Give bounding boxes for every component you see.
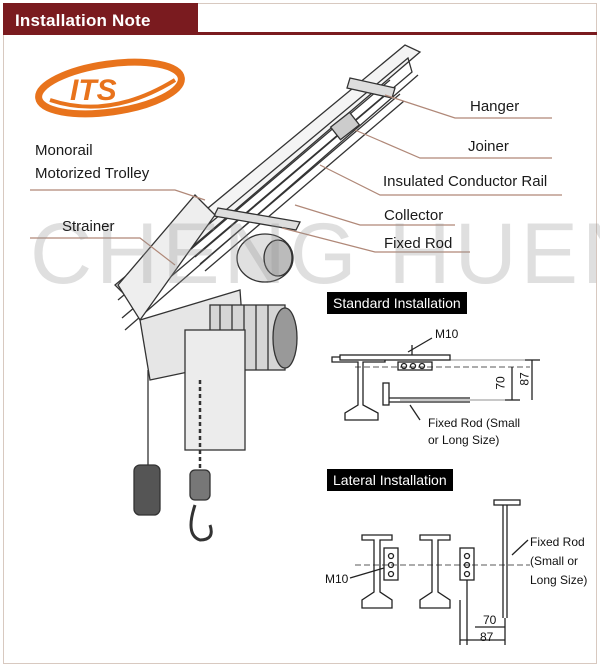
label-insulated-rail: Insulated Conductor Rail <box>383 173 548 190</box>
standard-installation-heading: Standard Installation <box>327 292 467 314</box>
label-fixed-rod: Fixed Rod <box>384 235 453 252</box>
lateral-rod-line2: (Small or <box>530 554 579 568</box>
header-bar: Installation Note <box>3 3 198 35</box>
label-motorized-trolley: Motorized Trolley <box>35 165 150 182</box>
lateral-rod-line3: Long Size) <box>530 573 588 587</box>
page-frame <box>3 3 597 664</box>
lateral-installation-heading: Lateral Installation <box>327 469 453 491</box>
label-joiner: Joiner <box>468 138 509 155</box>
label-monorail: Monorail <box>35 142 93 159</box>
lateral-dim-outer: 87 <box>480 630 494 644</box>
lateral-rod-line1: Fixed Rod <box>530 535 585 549</box>
lateral-dim-inner: 70 <box>483 613 497 627</box>
label-collector: Collector <box>384 207 444 224</box>
standard-bolt-label: M10 <box>435 327 459 341</box>
header-divider <box>198 32 597 35</box>
label-hanger: Hanger <box>470 98 520 115</box>
standard-rod-line2: or Long Size) <box>428 433 500 447</box>
page-title: Installation Note <box>15 11 151 30</box>
lateral-bolt-label: M10 <box>325 572 349 586</box>
logo-text: ITS <box>70 74 117 107</box>
label-strainer: Strainer <box>62 218 115 235</box>
standard-rod-line1: Fixed Rod (Small <box>428 416 521 430</box>
watermark: CHENG HUEN <box>30 206 600 302</box>
